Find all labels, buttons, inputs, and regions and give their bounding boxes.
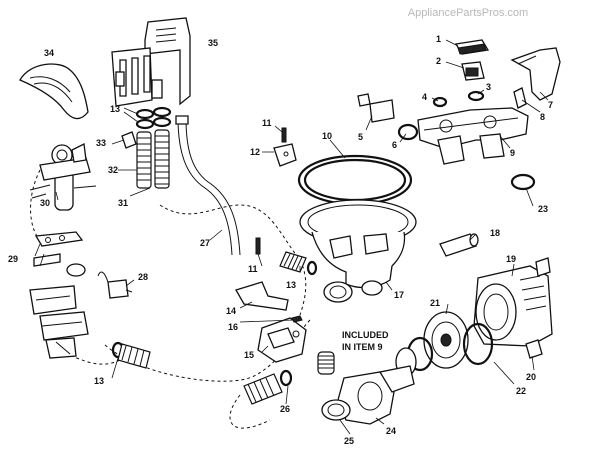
part-5-connector	[357, 93, 395, 123]
part-spring	[317, 351, 335, 375]
part-9-manifold	[417, 107, 529, 165]
part-21-pump-housing	[423, 311, 469, 369]
callout-21: 21	[430, 298, 440, 308]
callout-4: 4	[422, 92, 427, 102]
callout-2: 2	[436, 56, 441, 66]
callout-23: 23	[538, 204, 548, 214]
part-26-hose	[243, 369, 293, 405]
callout-13-bottom: 13	[94, 376, 104, 386]
note-line-1: INCLUDED	[342, 330, 389, 340]
callout-15: 15	[244, 350, 254, 360]
part-31-hose	[154, 129, 170, 189]
part-30-valve	[29, 143, 97, 211]
part-6-ring	[397, 123, 419, 141]
callout-1: 1	[436, 34, 441, 44]
part-32-hose	[136, 131, 152, 189]
part-15-motor	[257, 317, 307, 363]
callout-17: 17	[394, 290, 404, 300]
part-13-hose-lower	[111, 341, 151, 369]
callout-31: 31	[118, 198, 128, 208]
callout-24: 24	[386, 426, 396, 436]
part-1-cap	[454, 39, 490, 55]
callout-16: 16	[228, 322, 238, 332]
callout-29: 29	[8, 254, 18, 264]
part-7-cover	[510, 47, 561, 101]
part-24-housing	[337, 365, 415, 425]
callout-10: 10	[322, 131, 332, 141]
included-note: INCLUDED IN ITEM 9	[342, 330, 389, 352]
callout-34: 34	[44, 48, 54, 58]
part-19-motor	[473, 257, 553, 347]
part-8-clip	[513, 87, 527, 109]
callout-32: 32	[108, 165, 118, 175]
part-20-clip	[525, 339, 543, 359]
part-17-sump	[299, 199, 417, 303]
callout-13-mid: 13	[286, 280, 296, 290]
callout-26: 26	[280, 404, 290, 414]
note-line-2: IN ITEM 9	[342, 342, 383, 352]
part-16-screw	[291, 315, 303, 323]
callout-11-top: 11	[262, 118, 272, 128]
callout-12: 12	[250, 147, 260, 157]
callout-33: 33	[96, 138, 106, 148]
part-18-heater	[439, 233, 479, 257]
part-3-ring	[467, 90, 485, 102]
callout-6: 6	[392, 140, 397, 150]
part-4-ring	[432, 96, 448, 108]
callout-20: 20	[526, 372, 536, 382]
dashed-hose-path	[30, 169, 311, 429]
part-33-clip	[121, 131, 137, 149]
callout-25: 25	[344, 436, 354, 446]
part-14-bracket	[235, 281, 289, 311]
callout-13-top: 13	[110, 104, 120, 114]
callout-3: 3	[486, 82, 491, 92]
part-11-screw-top	[281, 127, 287, 143]
part-27-tube	[175, 115, 241, 256]
part-34-cover	[19, 63, 89, 120]
part-25-cap	[321, 399, 351, 421]
callout-30: 30	[40, 198, 50, 208]
callout-9: 9	[510, 148, 515, 158]
callout-8: 8	[540, 112, 545, 122]
part-35-bracket	[111, 17, 191, 107]
part-10-gasket	[297, 154, 413, 206]
part-12-clip	[273, 143, 297, 167]
callout-28: 28	[138, 272, 148, 282]
callout-14: 14	[226, 306, 236, 316]
callout-11-mid: 11	[248, 264, 258, 274]
callout-18: 18	[490, 228, 500, 238]
part-28-sensor	[97, 271, 133, 299]
part-13-rings-top	[135, 106, 172, 130]
watermark: AppliancePartsPros.com	[408, 7, 528, 19]
callout-27: 27	[200, 238, 210, 248]
callout-5: 5	[358, 132, 363, 142]
part-hose-middle	[279, 251, 318, 276]
callout-35: 35	[208, 38, 218, 48]
callout-7: 7	[548, 100, 553, 110]
part-29-assembly	[29, 231, 89, 359]
part-2-solenoid	[461, 61, 485, 81]
leader-lines	[34, 39, 549, 435]
callout-22: 22	[516, 386, 526, 396]
callout-19: 19	[506, 254, 516, 264]
part-11-screw-mid	[255, 237, 261, 255]
callout-labels: 1 2 3 4 5 6 7 8 9 10 11 12 13 33 32 31 3…	[8, 34, 553, 446]
part-23-clamp	[510, 173, 536, 191]
